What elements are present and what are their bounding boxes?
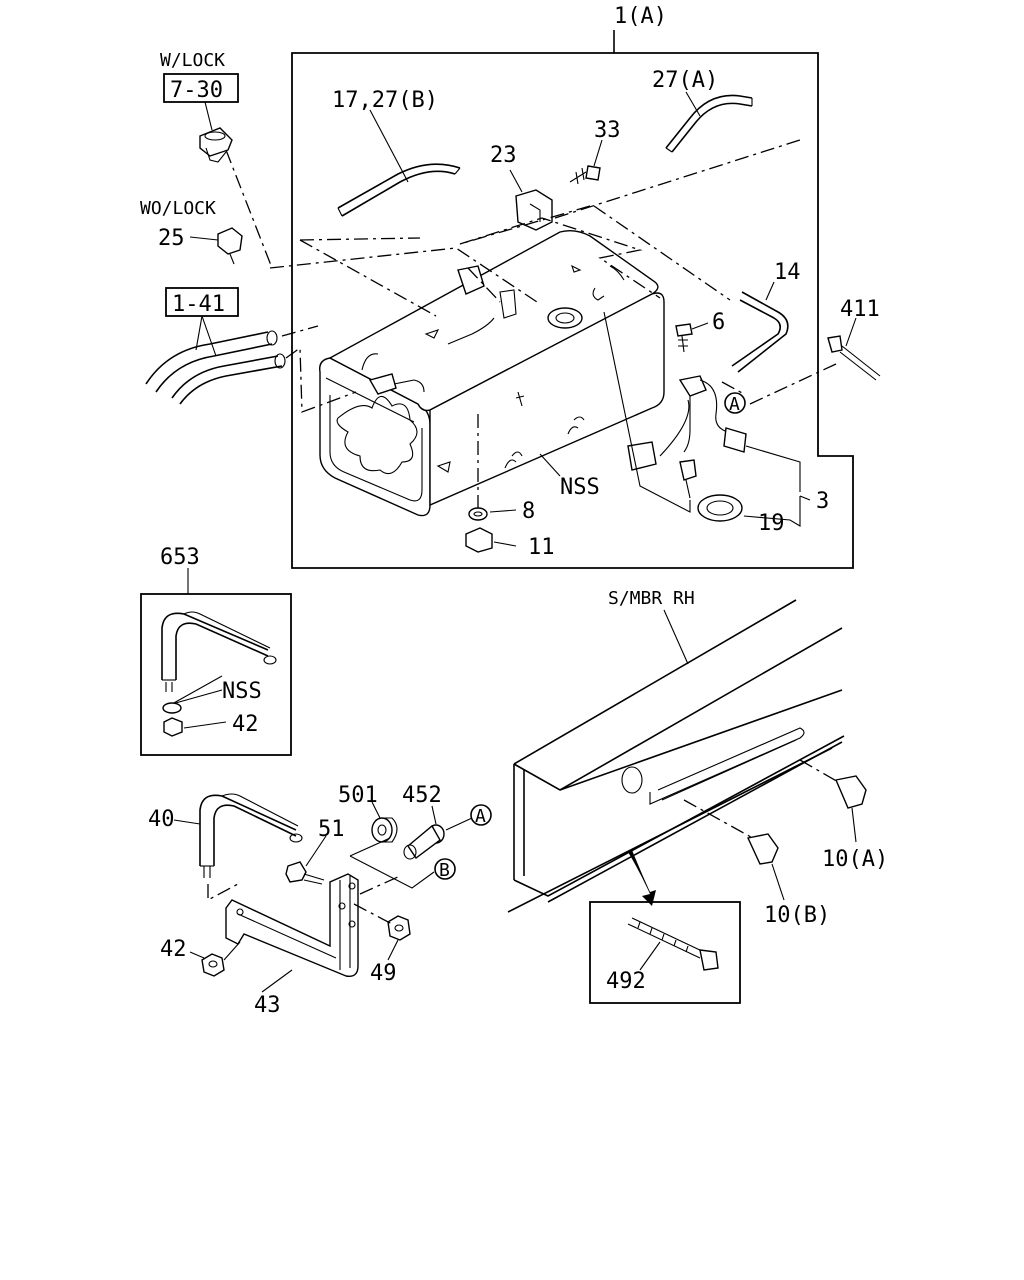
hose-17-27b [337, 163, 461, 217]
nut-49 [387, 915, 411, 941]
label-clip-10b: 10(B) [764, 903, 830, 928]
screw-33 [569, 165, 601, 185]
label-bolt-51: 51 [318, 817, 345, 842]
label-cap-wo-lock: 25 [158, 226, 185, 251]
label-nut-42-inset: 42 [232, 712, 259, 737]
label-wo-lock: WO/LOCK [140, 198, 216, 219]
ref-box-7-30 [163, 73, 239, 103]
callout-arrow-492 [628, 850, 656, 906]
side-member-rh [507, 599, 845, 913]
connector-a2-marker [470, 804, 492, 826]
label-bushing-501: 501 [338, 783, 378, 808]
label-strap-653: 653 [160, 545, 200, 570]
drain-plug-11 [465, 527, 493, 553]
label-main-assembly: 1(A) [614, 4, 667, 29]
strap-40 [199, 793, 303, 878]
inset-box-492 [589, 901, 741, 1004]
washer-inset [162, 702, 182, 714]
label-tie-492: 492 [606, 969, 646, 994]
label-hose-14: 14 [774, 260, 801, 285]
label-connector-b: B [439, 860, 450, 881]
label-nut-49: 49 [370, 961, 397, 986]
label-hose-17-27b: 17,27(B) [332, 88, 438, 113]
gasket-19 [697, 494, 743, 522]
label-sender-3: 3 [816, 489, 829, 514]
nut-42-inset [163, 717, 183, 737]
fuel-tank [319, 229, 665, 517]
label-connector-a: A [729, 394, 740, 415]
clip-10a [835, 775, 867, 809]
bolt-51 [285, 861, 325, 885]
strap-653 [161, 611, 277, 692]
label-w-lock: W/LOCK [160, 50, 225, 71]
label-side-member: S/MBR RH [608, 588, 695, 609]
label-screw-33: 33 [594, 118, 621, 143]
label-pin-452: 452 [402, 783, 442, 808]
label-strap-40: 40 [148, 807, 175, 832]
label-screw-6: 6 [712, 310, 725, 335]
label-plug-11: 11 [528, 535, 555, 560]
cable-tie-492 [627, 917, 719, 971]
label-gasket-19: 19 [758, 511, 785, 536]
hose-27a [665, 94, 753, 153]
bracket-43 [225, 873, 359, 977]
label-bracket-43: 43 [254, 993, 281, 1018]
nut-42 [201, 953, 225, 977]
label-nut-42: 42 [160, 937, 187, 962]
bushing-501 [371, 817, 398, 843]
connector-b-marker [434, 858, 456, 880]
inset-box-653 [140, 593, 292, 756]
label-washer-8: 8 [522, 499, 535, 524]
label-hose-27a: 27(A) [652, 68, 718, 93]
label-ref-1-41: 1-41 [172, 292, 225, 317]
label-clip-23: 23 [490, 143, 517, 168]
washer-8 [468, 507, 488, 521]
label-nss-strap: NSS [222, 679, 262, 704]
hose-14 [731, 291, 789, 373]
label-ref-7-30: 7-30 [170, 78, 223, 103]
label-connector-a2: A [475, 806, 486, 827]
pin-452 [403, 824, 445, 860]
label-nss-tank: NSS [560, 475, 600, 500]
cable-tie-411 [827, 335, 881, 381]
connector-a-marker [724, 392, 746, 414]
screw-6 [675, 323, 693, 353]
main-assembly-frame [291, 52, 854, 569]
filler-hoses [145, 330, 286, 405]
clip-10b [746, 833, 779, 865]
fuel-cap-25 [217, 227, 243, 265]
label-tie-411: 411 [840, 297, 880, 322]
label-clip-10a: 10(A) [822, 847, 888, 872]
locking-fuel-cap [199, 127, 233, 163]
